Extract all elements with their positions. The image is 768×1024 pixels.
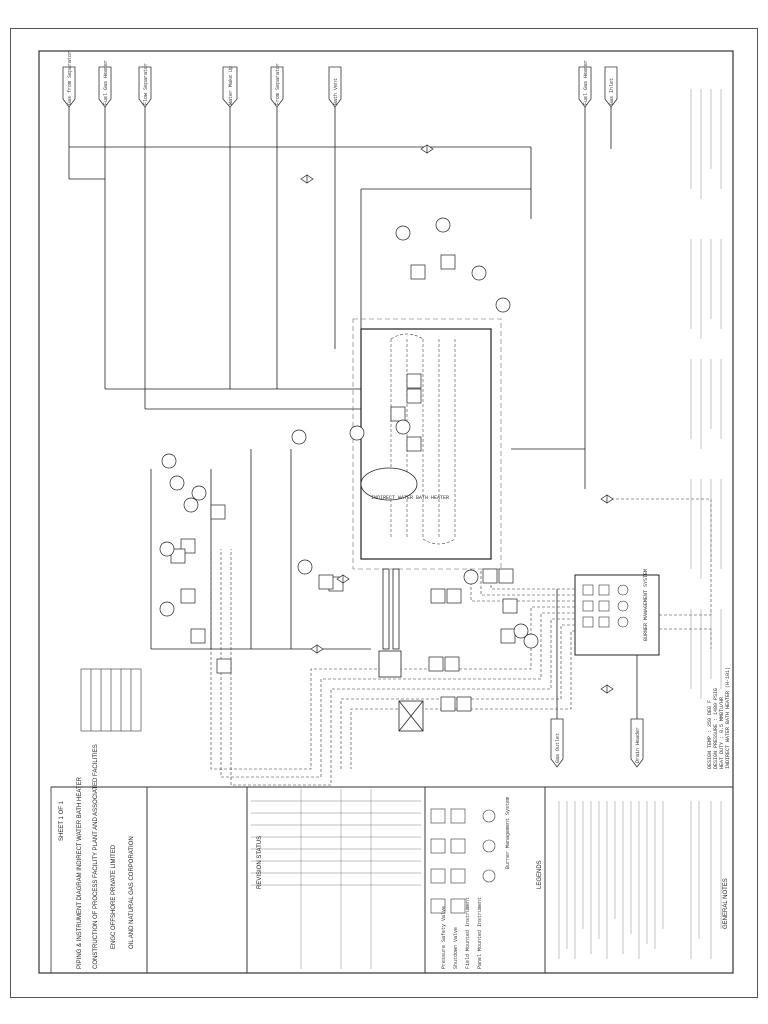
nozzle-label: Water Make Up xyxy=(228,66,234,105)
nozzle-label: Fuel Gas Header xyxy=(103,60,109,105)
equipment-specs xyxy=(690,89,722,699)
drawing-sheet: OIL AND NATURAL GAS CORPORATION ENGC OFF… xyxy=(10,28,758,998)
bms-panel-label: BURNER MANAGEMENT SYSTEM xyxy=(643,569,649,641)
nozzle-label: Bath Vent xyxy=(333,78,339,105)
instrument-list xyxy=(80,668,142,732)
valves xyxy=(300,144,614,694)
legend-item: Pressure Safety Valve xyxy=(441,906,447,969)
project-name: CONSTRUCTION OF PROCESS FACILITY PLANT A… xyxy=(93,744,99,969)
nozzle-tag xyxy=(222,66,238,108)
instrument-boxes xyxy=(170,254,518,712)
pid-drawing: OIL AND NATURAL GAS CORPORATION ENGC OFF… xyxy=(38,50,734,974)
nozzle-tag xyxy=(98,66,112,108)
nozzle-label: Fuel Gas Header xyxy=(583,60,589,105)
revision-status-header: REVISION STATUS xyxy=(257,836,263,889)
spec-line: DESIGN PRESSURE : 1480 PSIG xyxy=(713,688,719,769)
sheet-number: SHEET 1 OF 1 xyxy=(59,800,65,841)
nozzle-tag xyxy=(604,66,618,108)
burner-skid xyxy=(378,568,424,732)
legend-item: Shutdown Valve xyxy=(453,927,459,969)
legend-item: Field Mounted Instrument xyxy=(465,897,471,969)
gas-outlet-nozzle xyxy=(550,718,564,768)
client-name: OIL AND NATURAL GAS CORPORATION xyxy=(129,836,135,949)
nozzle-tag xyxy=(62,66,76,108)
nozzle-label: Gas Inlet xyxy=(609,78,615,105)
instrument-bubbles xyxy=(159,217,539,649)
nozzle-connectors xyxy=(62,66,618,108)
nozzle-tag xyxy=(138,66,152,108)
title-block xyxy=(50,786,734,974)
spec-line: DESIGN TEMP : 250 DEG F xyxy=(707,700,713,769)
contractor-name: ENGC OFFSHORE PRIVATE LIMITED xyxy=(111,844,117,949)
nozzle-label: Drain Header xyxy=(635,727,641,763)
notes-header: GENERAL NOTES xyxy=(723,878,729,929)
heater-label: INDIRECT WATER BATH HEATER xyxy=(371,495,449,501)
nozzle-label: Gas Outlet xyxy=(555,733,561,763)
nozzle-tag xyxy=(328,66,342,108)
nozzle-tag xyxy=(578,66,592,108)
nozzle-label: From Separator xyxy=(275,63,281,105)
water-bath-heater xyxy=(352,318,502,570)
spec-line: HEAT DUTY : 0.5 MMBTU/HR xyxy=(719,697,725,769)
nozzle-label: Gas from Separator xyxy=(67,51,73,105)
nozzle-label: Flow Separator xyxy=(143,63,149,105)
process-lines xyxy=(68,107,638,719)
nozzle-tag xyxy=(270,66,284,108)
spec-line: INDIRECT WATER BATH HEATER (H-101) xyxy=(725,667,731,769)
legend-header: LEGENDS xyxy=(537,860,543,889)
drawing-title: PIPING & INSTRUMENT DIAGRAM INDIRECT WAT… xyxy=(77,776,83,969)
legend-item: Panel Mounted Instrument xyxy=(477,897,483,969)
legend-item: Burner Management System xyxy=(505,797,511,869)
drain-header-nozzle xyxy=(630,718,644,768)
